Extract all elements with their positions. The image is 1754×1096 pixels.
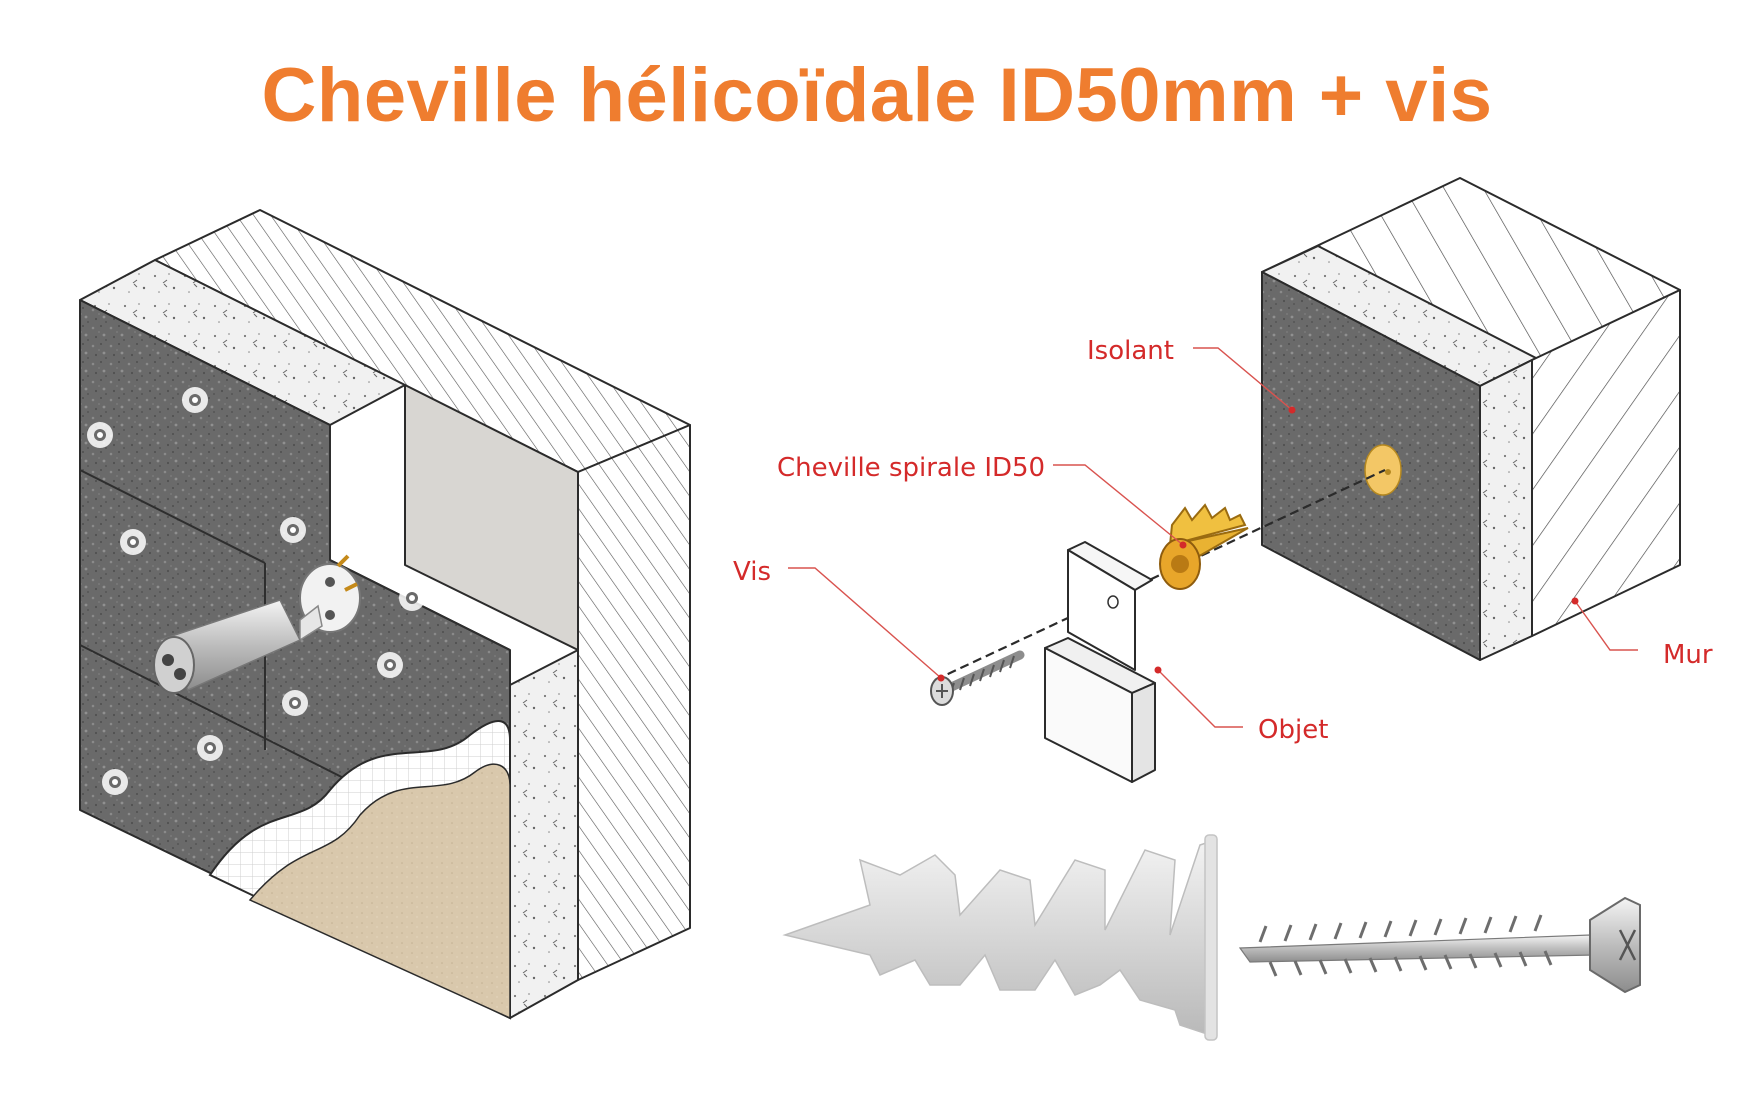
label-objet: Objet — [1258, 715, 1328, 745]
label-cheville: Cheville spirale ID50 — [777, 453, 1045, 483]
anchor-product-photo — [782, 834, 1218, 1041]
wall-section-illustration — [79, 209, 691, 1020]
label-isolant: Isolant — [1087, 336, 1174, 366]
object-bracket-icon — [1044, 541, 1156, 783]
camera-icon — [153, 554, 361, 694]
label-mur: Mur — [1663, 640, 1713, 670]
page-title: Cheville hélicoïdale ID50mm + vis — [261, 53, 1493, 138]
label-vis: Vis — [733, 557, 771, 587]
assembly-illustration: Isolant Cheville spirale ID50 Vis Objet … — [733, 177, 1713, 783]
helical-anchor-icon — [1159, 503, 1249, 590]
screw-product-photo — [1238, 896, 1641, 994]
screw-icon — [930, 650, 1025, 706]
